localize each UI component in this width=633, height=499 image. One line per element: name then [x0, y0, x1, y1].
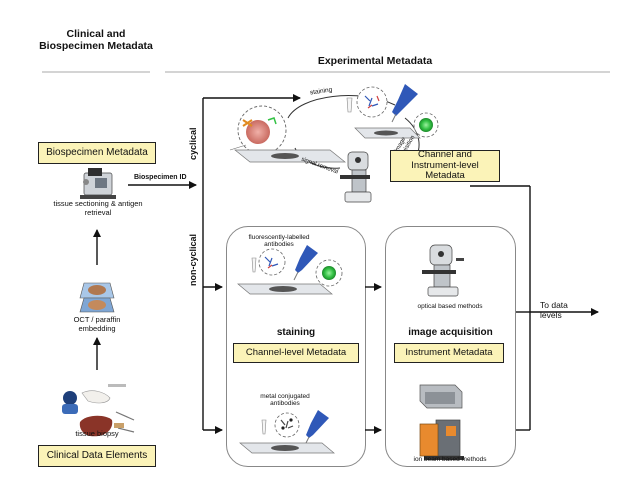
metal-staining-illustration	[239, 410, 335, 454]
oct-embedding-label: OCT / paraffin embedding	[73, 315, 121, 333]
embedding-illustration	[79, 282, 115, 313]
cyclic-reagents	[346, 84, 439, 139]
cyclic-tissue-zoom	[229, 105, 287, 155]
channel-instrument-metadata-box: Channel and Instrument-level Metadata	[390, 149, 500, 182]
cyclic-microscope	[340, 151, 372, 203]
clinical-data-elements-box: Clinical Data Elements	[38, 445, 156, 467]
biopsy-illustration	[62, 384, 135, 437]
cyclical-label: cyclical	[188, 127, 198, 160]
image-acquisition-title: image acquisition	[408, 327, 493, 338]
non-cyclical-label: non-cyclical	[188, 233, 198, 286]
cyclic-slide	[234, 149, 346, 163]
instrument-metadata-box: Instrument Metadata	[394, 343, 504, 363]
microtome-illustration	[80, 168, 116, 199]
biospecimen-metadata-box: Biospecimen Metadata	[38, 142, 156, 164]
optical-microscope-illustration	[422, 244, 464, 297]
optical-methods-label: optical based methods	[417, 303, 483, 310]
tissue-sectioning-label: tissue sectioning & antigen retrieval	[53, 199, 143, 217]
fluor-staining-illustration	[237, 245, 343, 295]
tissue-biopsy-label: tissue biopsy	[75, 429, 119, 438]
header-clinical: Clinical and Biospecimen Metadata	[39, 28, 153, 53]
ion-beam-methods-label: ion beam based methods	[413, 456, 487, 463]
metal-antibodies-label: metal conjugated antibodies	[260, 393, 310, 408]
channel-level-metadata-box: Channel-level Metadata	[233, 343, 359, 363]
staining-title: staining	[276, 327, 316, 338]
fluor-antibodies-label: fluorescently-labelled antibodies	[248, 234, 310, 249]
header-experimental: Experimental Metadata	[317, 55, 433, 67]
biospecimen-id-label: Biospecimen ID	[134, 174, 187, 181]
ion-beam-instrument-illustration	[419, 384, 464, 460]
to-data-levels-label: To data levels	[540, 300, 568, 320]
